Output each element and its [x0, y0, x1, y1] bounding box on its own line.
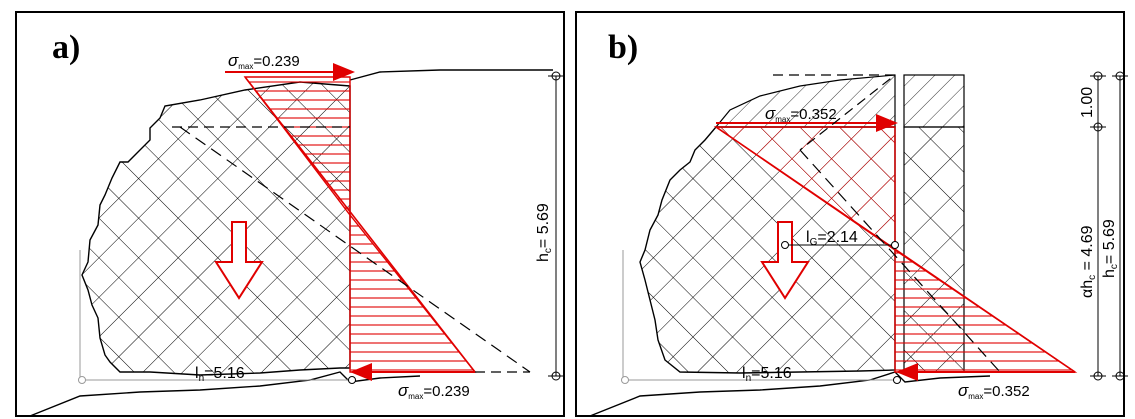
panel-b-dim-top-label: 1.00 — [1079, 87, 1096, 118]
panel-a-sigma-top-label: σmax=0.239 — [228, 51, 300, 71]
frame-left — [15, 11, 565, 417]
panel-b-label: b) — [608, 29, 638, 66]
panel-a-top-surface — [349, 69, 553, 81]
panel-a-sigma-bottom-arrow — [350, 363, 372, 381]
frame-right — [575, 11, 1125, 417]
panel-a-sigma-bottom-label: σmax=0.239 — [398, 381, 470, 401]
panel-a-label: a) — [52, 29, 80, 66]
panel-b-ln-node-left — [621, 376, 629, 384]
panel-b-sigma-top-arrow — [876, 114, 898, 132]
panel-b: b) lG=2.14 ln=5.16 — [589, 29, 1128, 417]
panel-b-lg-label: lG=2.14 — [806, 229, 858, 248]
panel-a-ln-node-right — [348, 376, 356, 384]
panel-b-hc-label: hc= 5.69 — [1101, 219, 1120, 278]
panel-a-stress-line — [244, 76, 476, 373]
panel-b-lg-node-right — [891, 241, 899, 249]
panel-a-hc-node-top — [551, 71, 561, 81]
panel-b-weight-arrow — [760, 221, 810, 300]
panel-b-lg-node-left — [781, 241, 789, 249]
panel-a-sigma-top-arrow — [333, 63, 355, 81]
panel-a-ln-label: ln=5.16 — [195, 365, 245, 384]
panel-a-dashed-diag — [179, 126, 531, 373]
panel-b-ln-node-right — [893, 376, 901, 384]
panel-a: a) ln=5.16 hc= 5.69 — [29, 29, 564, 417]
panel-b-column-upper — [903, 74, 965, 128]
panel-b-ground — [589, 371, 991, 417]
panel-b-sigma-bottom-label: σmax=0.352 — [958, 381, 1030, 401]
panel-a-weight-arrow — [214, 221, 264, 300]
panel-a-ln-node-left — [78, 376, 86, 384]
panel-a-ground — [29, 371, 421, 417]
panel-a-hc-label: hc= 5.69 — [535, 203, 554, 262]
panel-b-dashed-diag — [799, 149, 1001, 373]
panel-a-hc-node-bottom — [551, 371, 561, 381]
panel-b-alpha-node-top — [1093, 71, 1103, 81]
panel-b-sigma-bottom-arrow — [896, 363, 918, 381]
panel-b-dashed-top — [773, 74, 897, 151]
panel-b-stress-line — [715, 126, 1076, 373]
panel-b-alpha-node-mid — [1093, 122, 1103, 132]
panel-b-ln-label: ln=5.16 — [742, 365, 792, 384]
panel-a-block — [81, 81, 351, 376]
panel-b-hc-node-bottom — [1115, 371, 1125, 381]
panel-b-alpha-node-bottom — [1093, 371, 1103, 381]
panel-b-alpha-label: αhc = 4.69 — [1079, 225, 1098, 298]
panel-b-hc-node-top — [1115, 71, 1125, 81]
panel-b-sigma-top-label: σmax=0.352 — [765, 104, 837, 124]
